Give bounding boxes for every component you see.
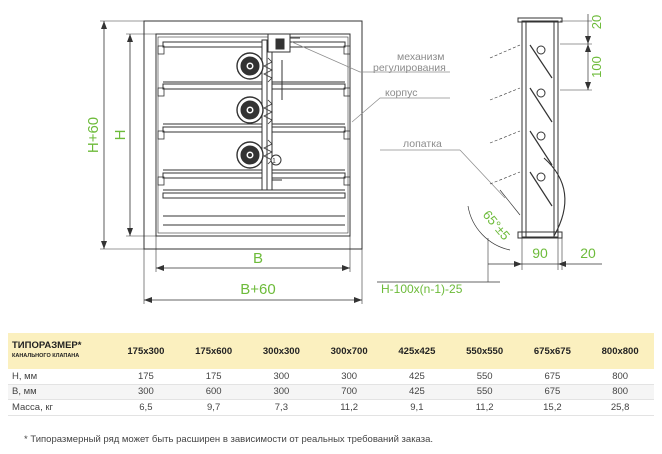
front-view	[100, 20, 363, 304]
table-row: В, мм 300 600 300 700 425 550 675 800	[8, 384, 654, 400]
row-label: В, мм	[8, 384, 112, 400]
table-cell: 9,1	[383, 399, 451, 416]
table-cell: 675	[518, 384, 587, 400]
dim-top-20: 20	[589, 15, 604, 29]
table-cell: 550	[450, 369, 519, 385]
table-cell: 7,3	[247, 399, 316, 416]
table-cell: 700	[315, 384, 383, 400]
table-cell: 175	[179, 369, 248, 385]
table-cell: 425	[383, 384, 451, 400]
side-frame	[521, 20, 559, 238]
label-mechanism: механизм	[397, 51, 445, 63]
dim-b: B	[253, 250, 263, 267]
outer-frame	[143, 20, 363, 250]
size-table: ТИПОРАЗМЕР* КАНАЛЬНОГО КЛАПАНА 175x300 1…	[8, 333, 654, 416]
table-cell: 300	[112, 384, 180, 400]
spring	[263, 99, 273, 125]
table-header-row: ТИПОРАЗМЕР* КАНАЛЬНОГО КЛАПАНА 175x300 1…	[8, 333, 654, 369]
table-header-title: ТИПОРАЗМЕР* КАНАЛЬНОГО КЛАПАНА	[8, 333, 112, 369]
table-title: ТИПОРАЗМЕР*	[12, 340, 82, 351]
table-cell: 11,2	[315, 399, 383, 416]
dim-depth-90: 90	[532, 245, 548, 261]
footnote: * Типоразмерный ряд может быть расширен …	[24, 434, 434, 445]
table-subtitle: КАНАЛЬНОГО КЛАПАНА	[12, 353, 80, 359]
size-header: 675x675	[518, 333, 587, 369]
label-body: корпус	[385, 87, 417, 99]
table-cell: 600	[179, 384, 248, 400]
size-header: 300x300	[247, 333, 316, 369]
gear-icon	[236, 52, 264, 80]
table-cell: 300	[247, 384, 316, 400]
blade	[162, 172, 346, 179]
table-row: Н, мм 175 175 300 300 425 550 675 800	[8, 369, 654, 385]
side-view	[377, 14, 602, 283]
size-header: 425x425	[383, 333, 451, 369]
label-blade: лопатка	[403, 138, 442, 150]
table-cell: 175	[112, 369, 180, 385]
callout-number: 1	[272, 158, 276, 165]
table-cell: 6,5	[112, 399, 180, 416]
gear-icon	[236, 141, 264, 169]
size-header: 800x800	[586, 333, 654, 369]
row-label: Масса, кг	[8, 399, 112, 416]
spring	[263, 57, 273, 83]
blade	[162, 126, 346, 133]
table-cell: 11,2	[450, 399, 519, 416]
size-header: 550x550	[450, 333, 519, 369]
label-mechanism-2: регулирования	[373, 62, 446, 74]
dim-b-plus: B+60	[240, 281, 275, 298]
dim-angle: 65°±5	[480, 207, 513, 243]
row-label: Н, мм	[8, 369, 112, 385]
table-cell: 25,8	[586, 399, 654, 416]
table-cell: 550	[450, 384, 519, 400]
dim-flange-20: 20	[580, 245, 596, 261]
damper-drawing: H+60 H B B+60 механизм регулирования кор…	[85, 14, 604, 304]
size-header: 175x300	[112, 333, 180, 369]
table-row: Масса, кг 6,5 9,7 7,3 11,2 9,1 11,2 15,2…	[8, 399, 654, 416]
table-cell: 800	[586, 384, 654, 400]
blade	[162, 41, 346, 48]
table-cell: 9,7	[179, 399, 248, 416]
table-cell: 800	[586, 369, 654, 385]
table-cell: 675	[518, 369, 587, 385]
dim-formula: H-100x(n-1)-25	[381, 282, 463, 296]
gear-icon	[236, 96, 264, 124]
blade	[162, 83, 346, 90]
table-cell: 425	[383, 369, 451, 385]
dim-pitch-100: 100	[589, 56, 604, 78]
dim-h-plus: H+60	[85, 117, 102, 153]
size-header: 300x700	[315, 333, 383, 369]
blade	[162, 192, 346, 199]
table-cell: 300	[315, 369, 383, 385]
dim-h: H	[112, 130, 129, 141]
size-header: 175x600	[179, 333, 248, 369]
table-cell: 15,2	[518, 399, 587, 416]
table-cell: 300	[247, 369, 316, 385]
